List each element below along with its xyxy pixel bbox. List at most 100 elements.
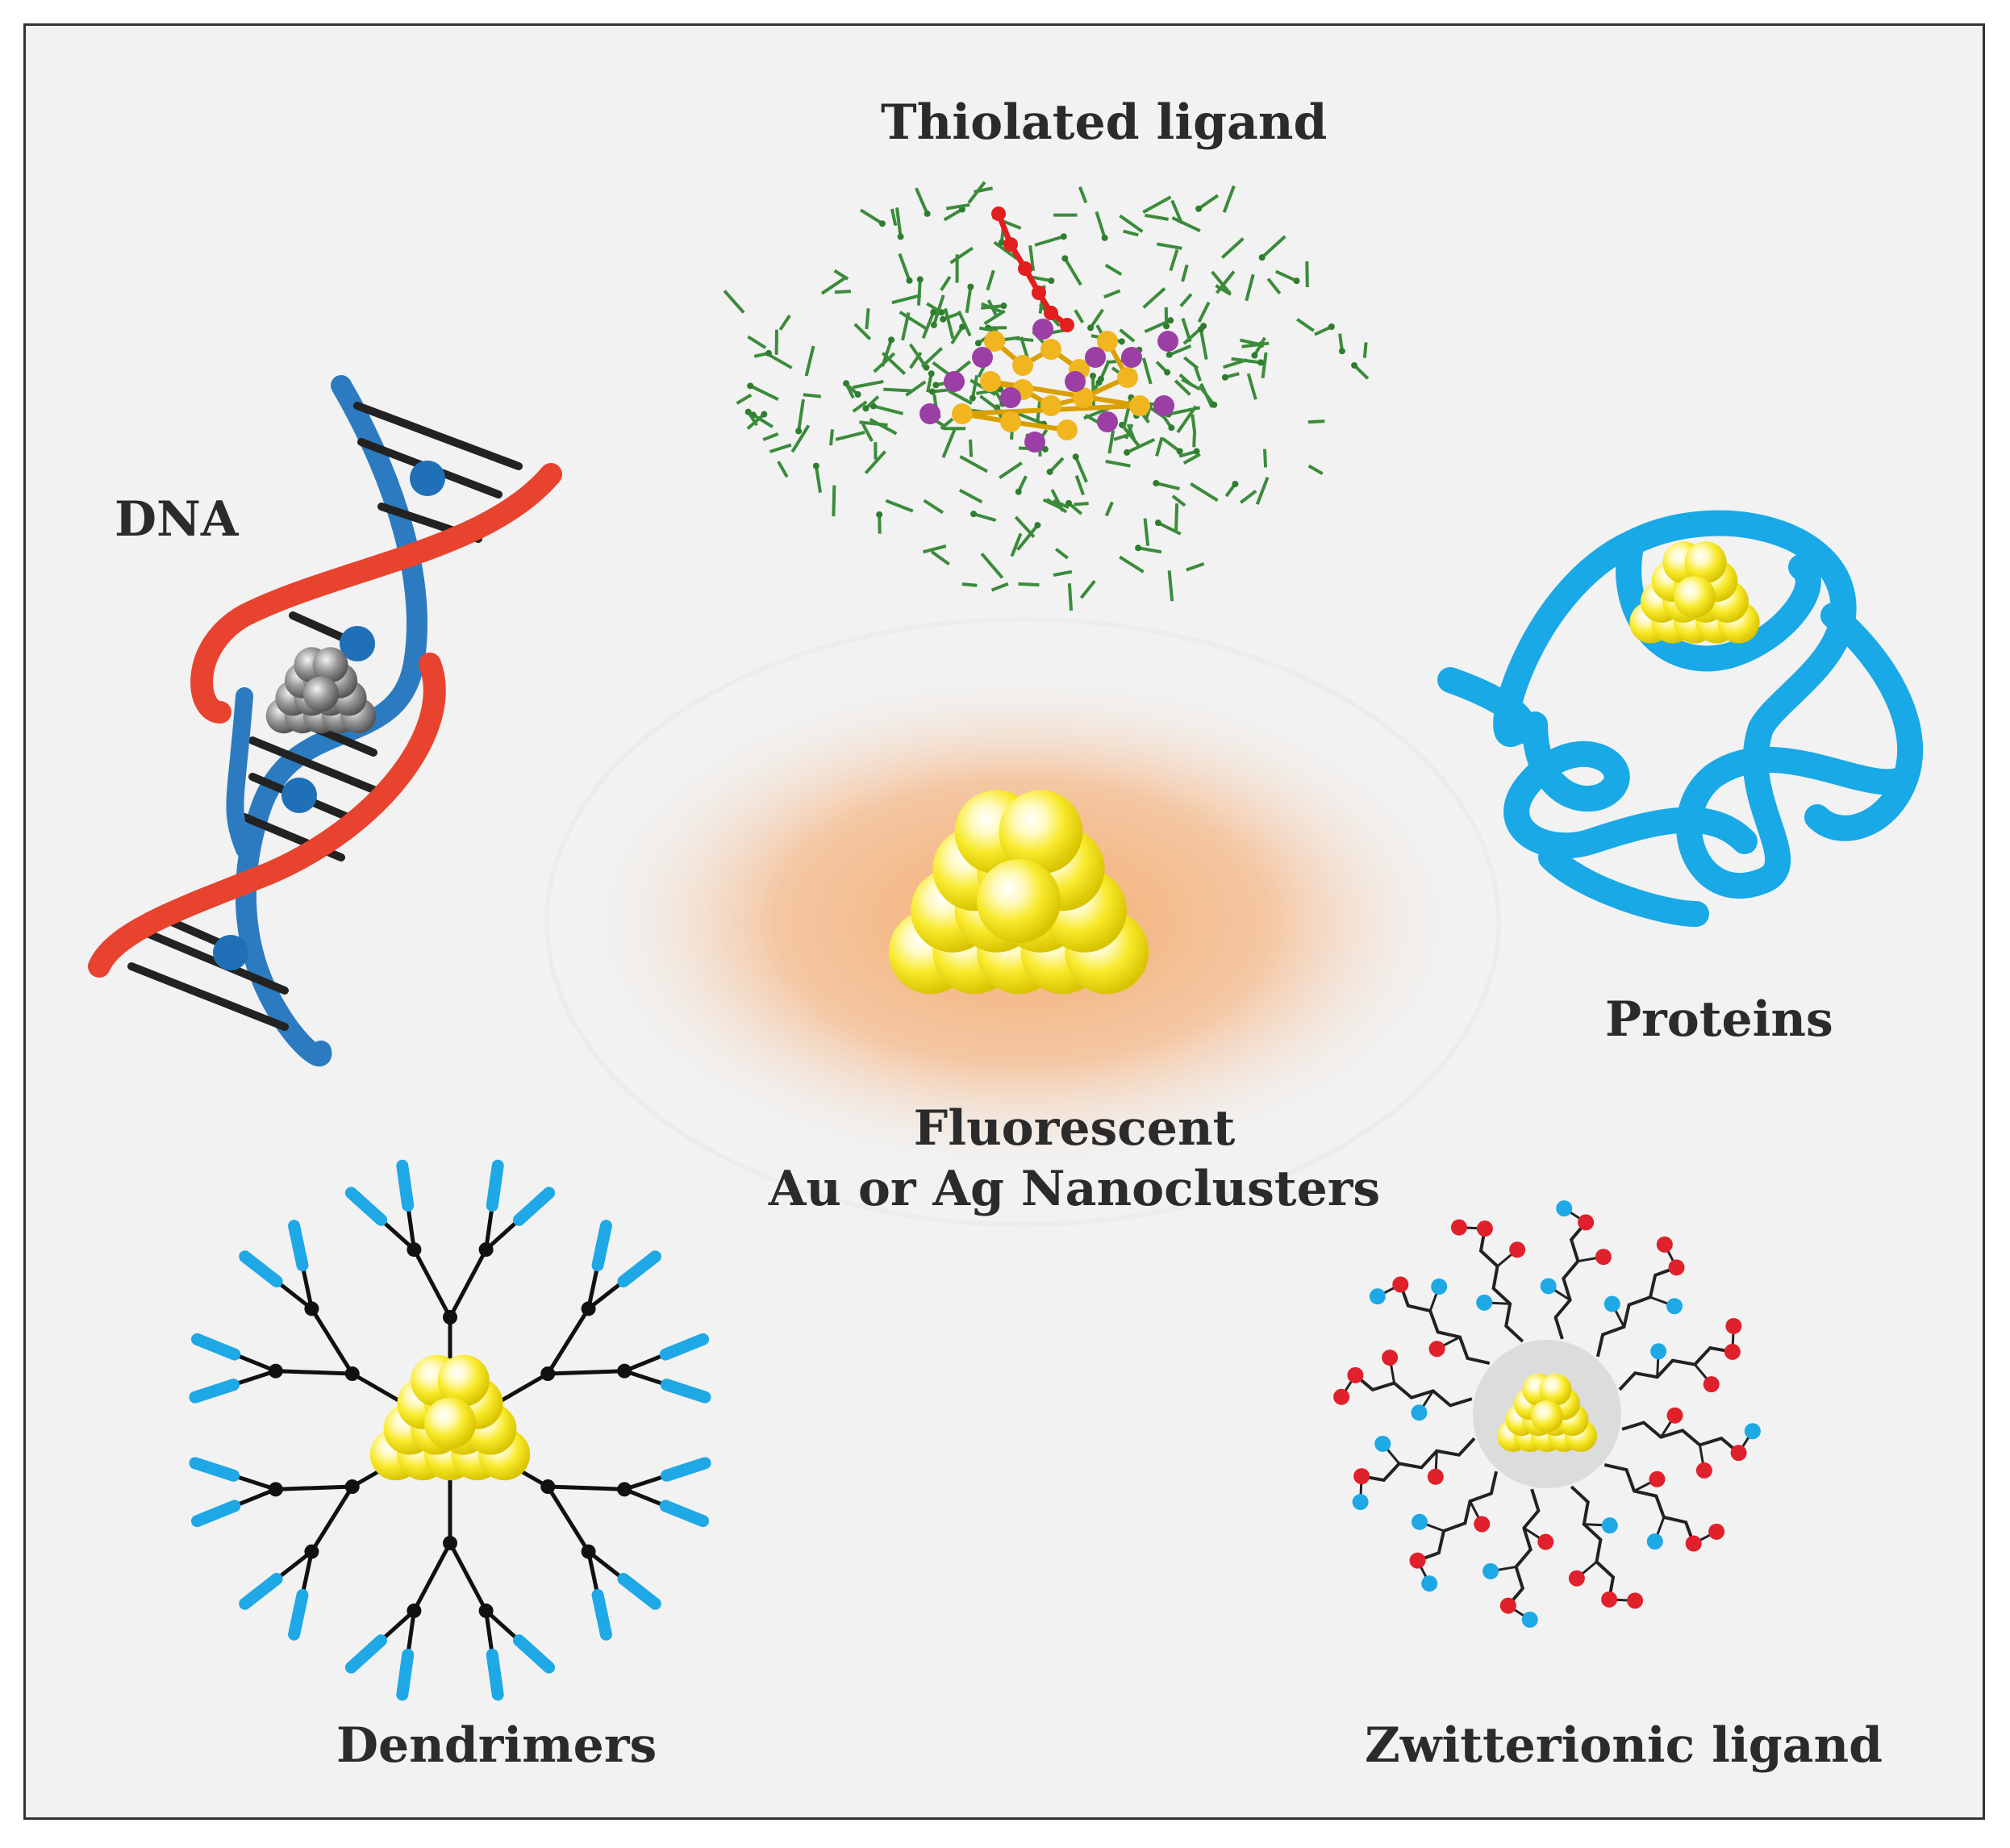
ligand-bond: [1119, 214, 1144, 233]
ligand-bond: [1220, 237, 1245, 259]
ligand-bond: [1079, 579, 1096, 599]
gold-atom: [1129, 395, 1150, 416]
dendrimer-bond: [548, 1484, 625, 1491]
ligand-atom: [1118, 338, 1125, 345]
gold-atom: [1040, 339, 1061, 360]
ligand-bond: [983, 309, 1006, 325]
ligand-bond: [829, 429, 834, 446]
cluster-atom: [1674, 576, 1716, 619]
zwitter-chain: [1621, 1420, 1740, 1454]
ligand-atom: [812, 462, 819, 469]
ligand-atom: [1135, 544, 1142, 552]
ligand-atom: [1154, 519, 1161, 527]
dendrimer-bond: [587, 1279, 625, 1311]
ligand-atom: [1167, 317, 1174, 324]
red-atom: [1060, 318, 1074, 332]
ligand-bond: [1167, 570, 1174, 602]
cluster-atom: [1684, 541, 1727, 584]
ligand-bond: [945, 202, 970, 211]
dendrimer-tip: [591, 1220, 612, 1272]
ligand-bond: [881, 339, 893, 367]
ligand-bond: [1161, 436, 1181, 453]
ligand-bond: [864, 450, 886, 474]
ligand-atom: [843, 380, 850, 387]
zwitter-charge: [1482, 1562, 1499, 1579]
ligand-bond: [736, 393, 753, 405]
zwitter-charge: [1374, 1435, 1391, 1452]
ligand-bond: [909, 352, 923, 369]
zwitter-charge: [1540, 1278, 1557, 1295]
ligand-bond: [803, 393, 822, 398]
ligand-atom: [1061, 255, 1069, 262]
red-atom: [1032, 286, 1046, 300]
ligand-bond: [1181, 378, 1201, 391]
ligand-atom: [1211, 401, 1218, 408]
dendrimer-tip: [239, 1250, 283, 1288]
ligand-bond: [974, 186, 994, 194]
ligand-bond: [883, 387, 911, 393]
ligand-bond: [1307, 464, 1324, 475]
ligand-bond: [890, 208, 898, 227]
zwitter-chain: [1354, 1374, 1473, 1408]
ligand-atom: [1164, 369, 1171, 376]
ligand-bond: [980, 553, 1004, 579]
zwitter-charge: [1352, 1494, 1369, 1511]
ligand-bond: [1231, 357, 1261, 365]
dendrimer-bond: [484, 1610, 494, 1655]
ligand-bond: [958, 488, 983, 504]
zwitter-chain: [1478, 1228, 1524, 1343]
ligand-bond: [1183, 356, 1199, 370]
ligand-bond: [1018, 582, 1040, 587]
label-nanoclusters: Au or Ag Nanoclusters: [768, 1161, 1381, 1217]
ligand-bond: [1142, 195, 1172, 214]
ligand-atom: [878, 220, 886, 227]
ligand-bond: [723, 290, 745, 314]
dendrimer-bond: [412, 1541, 452, 1612]
dendrimer-tip: [396, 1159, 415, 1212]
dendrimer-bond: [406, 1205, 416, 1250]
zwitter-charge: [1685, 1535, 1702, 1552]
ligand-bond: [859, 208, 884, 225]
dendrimer-bond: [586, 1551, 600, 1596]
illustration: [88, 181, 1924, 1701]
ligand-bond: [1145, 213, 1169, 221]
ligand-atom: [1258, 254, 1266, 261]
zwitter-chain: [1618, 1345, 1733, 1391]
dendrimer-tip: [659, 1333, 710, 1361]
dendrimer: [189, 1159, 711, 1701]
zwitter-charge: [1666, 1407, 1683, 1424]
zwitter-charge: [1708, 1523, 1725, 1540]
ligand-bond: [1126, 438, 1156, 454]
zwitter-chain: [1361, 1437, 1476, 1483]
zwitter-charge: [1568, 1570, 1585, 1587]
zwitter-charge: [1646, 1533, 1663, 1550]
ligand-atom: [1089, 372, 1096, 379]
ligand-bond: [865, 308, 870, 330]
ligand-atom: [930, 309, 937, 316]
ligand-bond: [1074, 474, 1085, 496]
ligand-bond: [1296, 318, 1315, 332]
ligand-bond: [834, 290, 852, 294]
ligand-atom: [765, 349, 773, 357]
dendrimer-bond: [484, 1218, 521, 1251]
ligand-bond: [835, 430, 865, 441]
ligand-atom: [969, 394, 976, 402]
ligand-bond: [950, 326, 964, 344]
zwitter-charge: [1431, 1278, 1448, 1295]
ligand-bond: [1239, 490, 1257, 504]
ligand-atom: [1087, 324, 1095, 332]
label-center: Fluorescent Au or Ag Nanoclusters: [671, 1099, 1478, 1220]
dendrimer-tip: [190, 1500, 241, 1528]
ligand-bond: [1074, 502, 1089, 507]
ligand-bond: [978, 326, 998, 333]
cluster-atom: [303, 676, 339, 712]
ligand-bond: [1074, 309, 1085, 323]
gold-atom: [1097, 331, 1118, 352]
gold-atom: [1057, 419, 1078, 440]
red-atom: [1044, 306, 1058, 320]
ligand-atom: [932, 382, 940, 389]
zwitter-charge: [1476, 1294, 1493, 1311]
ligand-bond: [1095, 211, 1107, 239]
silver-nanocluster: [265, 647, 377, 734]
ligand-bond: [1016, 524, 1039, 551]
